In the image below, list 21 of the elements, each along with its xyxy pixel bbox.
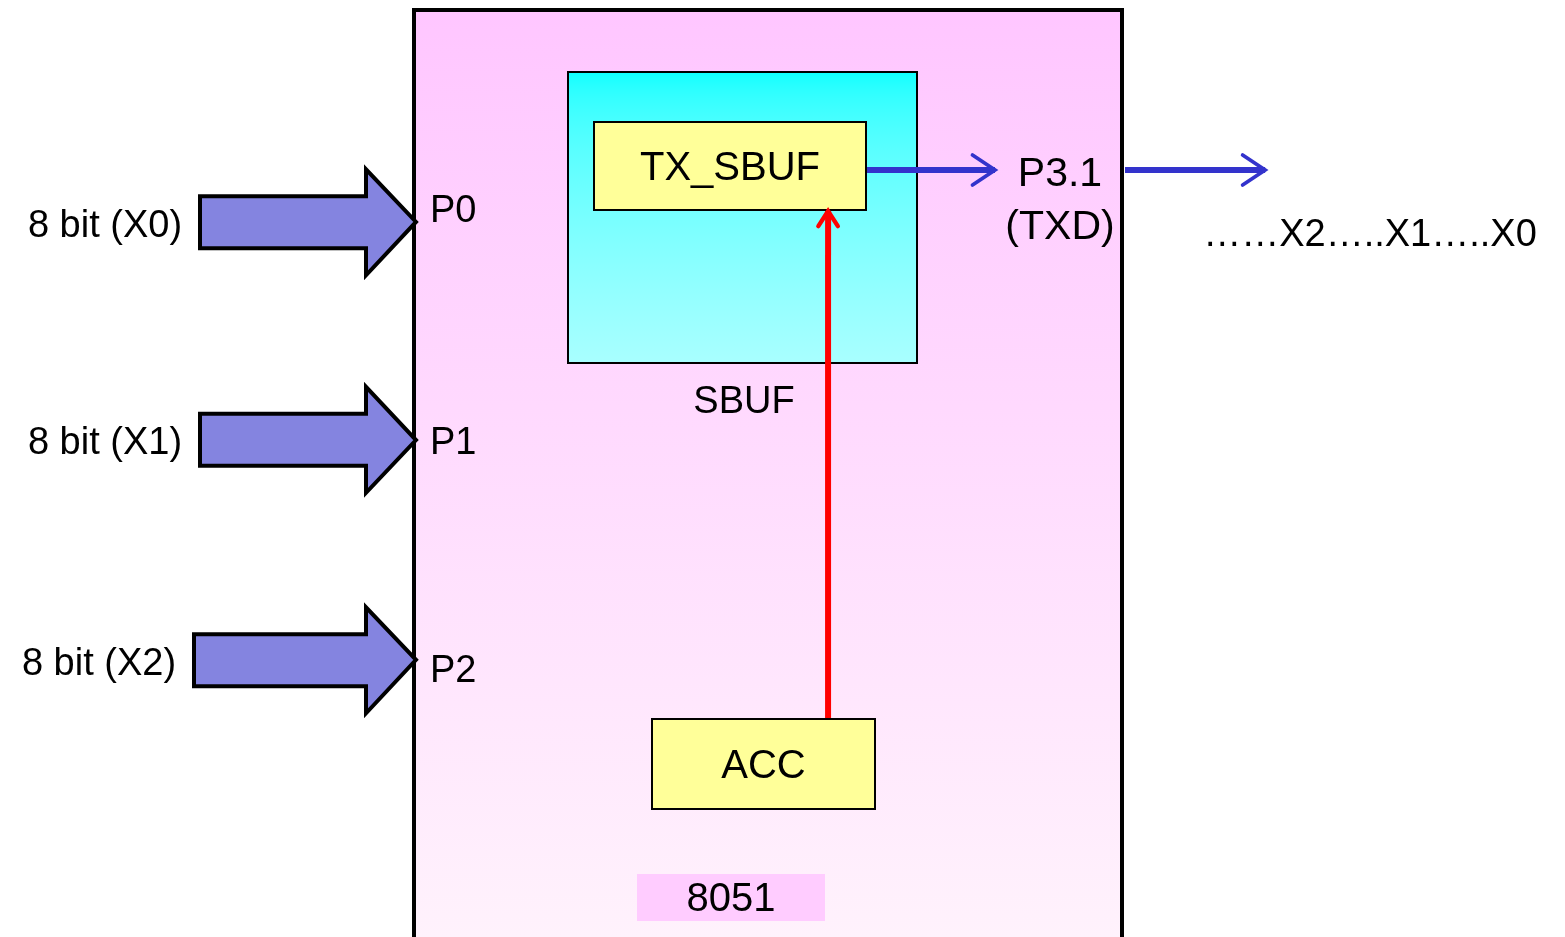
register-label: TX_SBUF	[639, 143, 820, 190]
port-label: P2	[430, 646, 477, 692]
chip-label: 8051	[637, 874, 825, 921]
register-box	[593, 121, 867, 211]
buffer-label: SBUF	[692, 378, 796, 423]
port-label: P1	[430, 418, 477, 464]
input-label: 8 bit (X1)	[27, 418, 183, 464]
arrow	[1125, 153, 1267, 187]
input-label: 8 bit (X2)	[21, 639, 177, 685]
bit-stream-label: ……X2…..X1…..X0	[1203, 211, 1537, 256]
block-arrow	[198, 381, 419, 498]
input-label: 8 bit (X0)	[27, 201, 183, 247]
block-arrow	[192, 602, 419, 719]
chip-box	[412, 8, 1124, 937]
pin-label: P3.1 (TXD)	[1004, 148, 1116, 250]
port-label: P0	[430, 186, 477, 232]
arrow	[816, 209, 840, 718]
register-box	[651, 718, 876, 810]
arrow	[867, 153, 997, 187]
block-arrow	[198, 164, 419, 281]
register-label: ACC	[721, 741, 806, 788]
